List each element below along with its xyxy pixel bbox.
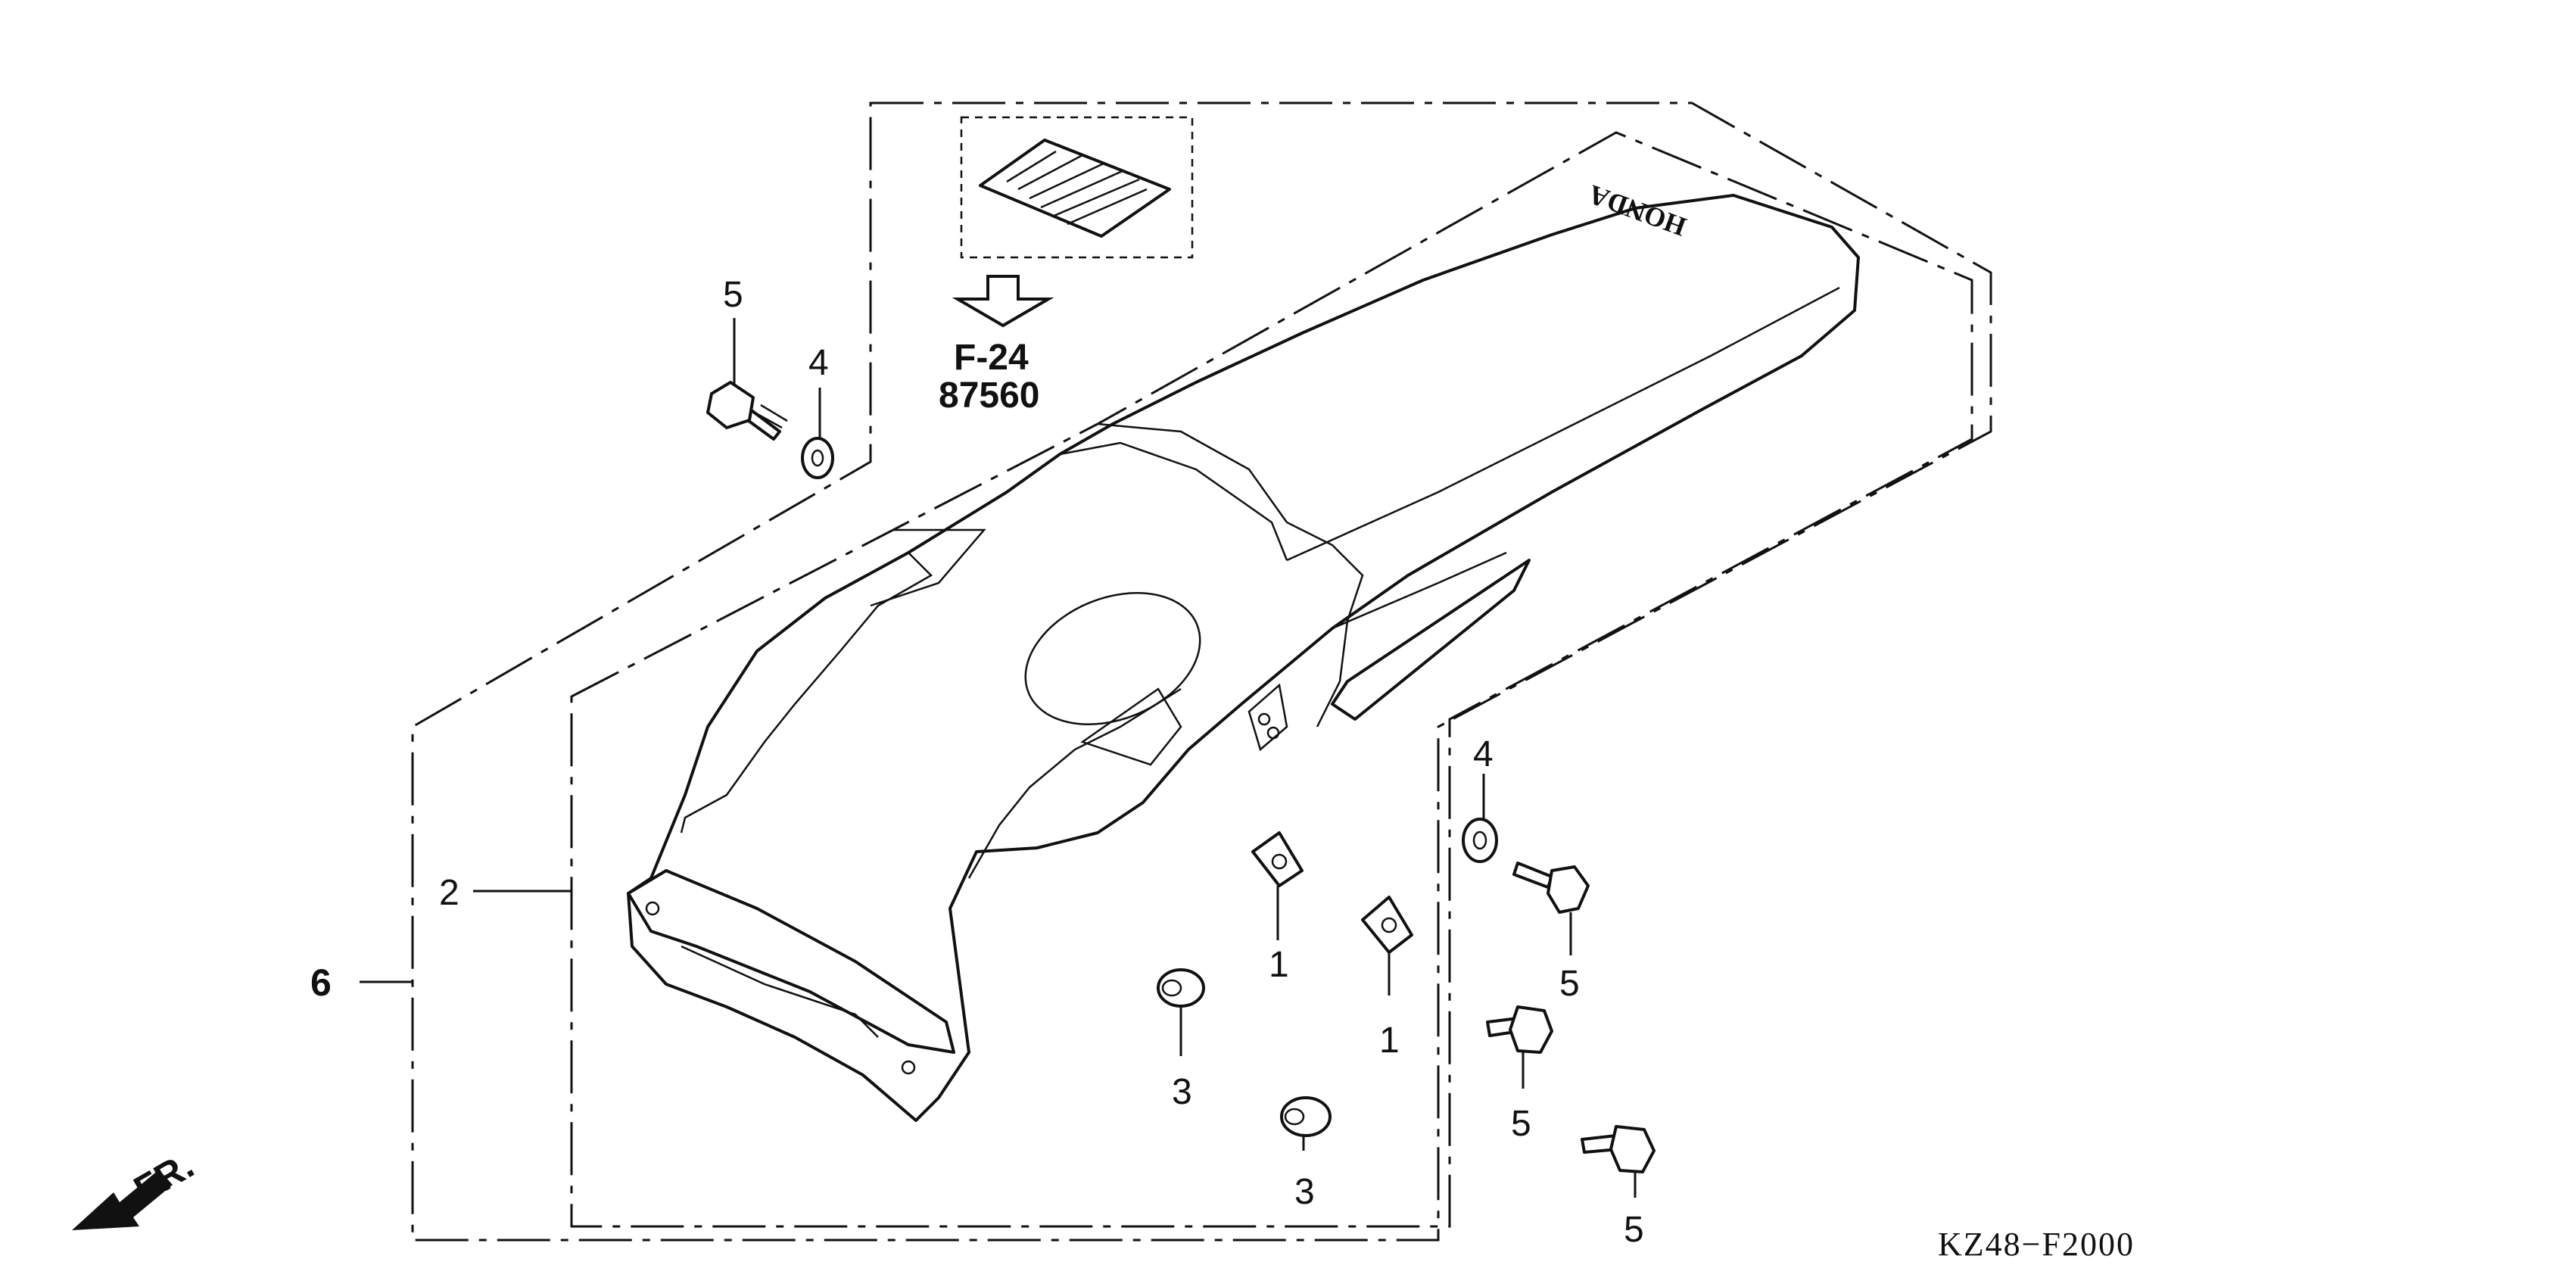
assembly-boundary-inner — [570, 131, 1973, 1228]
callout-5c: 5 — [1511, 1104, 1531, 1144]
washer-4a — [801, 437, 834, 479]
callout-2: 2 — [439, 873, 459, 913]
callout-1a: 1 — [1269, 945, 1289, 985]
callout-4a: 4 — [808, 343, 829, 383]
callout-3b: 3 — [1294, 1172, 1315, 1212]
callout-3a: 3 — [1172, 1072, 1192, 1112]
callout-5d: 5 — [1624, 1210, 1644, 1250]
callout-6: 6 — [310, 961, 332, 1004]
flange-bolt-5b — [1512, 862, 1590, 914]
flange-bolt-5d — [1581, 1125, 1656, 1173]
caution-label-box — [960, 116, 1194, 259]
reference-part-number: 87560 — [939, 376, 1039, 416]
washer-4b — [1462, 818, 1498, 863]
assembly-boundary-outer — [411, 101, 1992, 1242]
reference-arrow-icon — [952, 275, 1054, 328]
callout-4b: 4 — [1473, 734, 1494, 774]
clip-nut-1a — [1251, 831, 1304, 887]
callout-5a: 5 — [723, 275, 743, 315]
front-direction-arrow-icon — [72, 1170, 173, 1230]
caution-label-icon — [979, 139, 1171, 238]
flange-bolt-5a — [706, 381, 788, 441]
callout-5b: 5 — [1559, 964, 1580, 1004]
grommet-3b — [1280, 1096, 1332, 1137]
clip-nut-1b — [1361, 896, 1413, 954]
callout-1b: 1 — [1379, 1021, 1400, 1061]
grommet-3a — [1157, 968, 1205, 1008]
diagram-code: KZ48−F2000 — [1938, 1226, 2135, 1263]
flange-bolt-5c — [1486, 1005, 1553, 1054]
reference-figure: F-24 — [954, 338, 1029, 378]
rear-fender: HONDA — [627, 179, 1860, 1122]
